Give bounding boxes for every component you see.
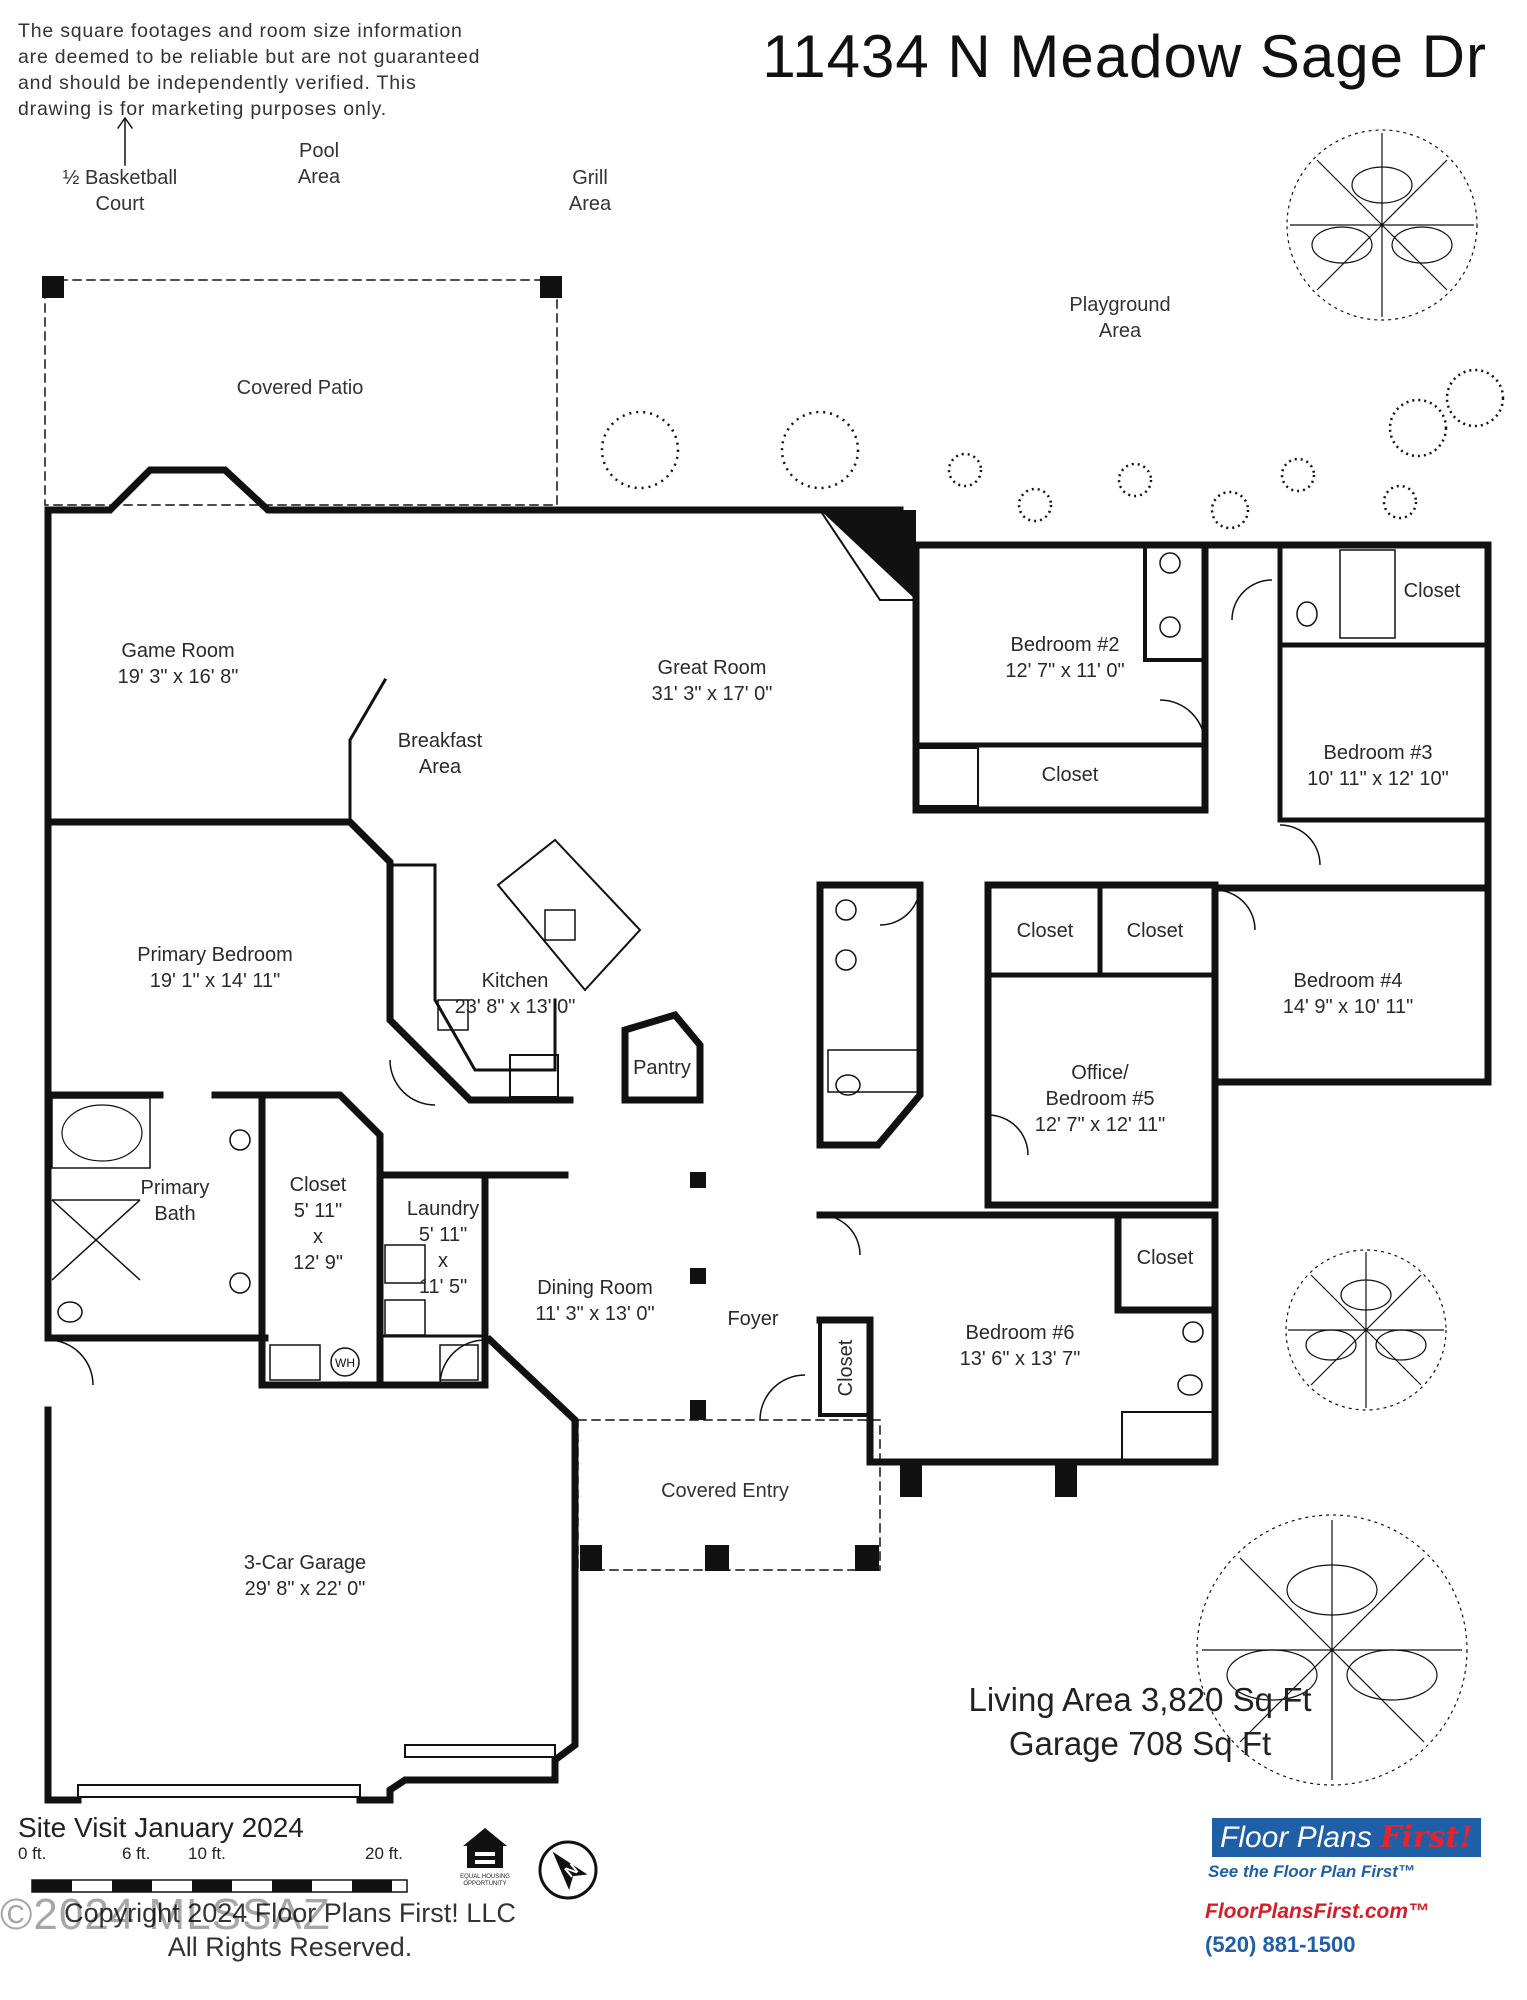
scale-label-6: 6 ft. xyxy=(122,1844,151,1863)
tree-icons xyxy=(600,129,1505,1786)
property-address: 11434 N Meadow Sage Dr xyxy=(762,23,1487,90)
label-closet-foyer: Closet xyxy=(835,1339,857,1397)
label-closet-bedroom6: Closet xyxy=(1136,1247,1194,1269)
area-totals: Living Area 3,820 Sq Ft Garage 708 Sq Ft xyxy=(930,1678,1350,1766)
disclaimer-text: The square footages and room size inform… xyxy=(18,20,481,120)
label-closet-bedroom2: Closet xyxy=(1041,764,1099,786)
copyright: Copyright 2024 Floor Plans First! LLC Al… xyxy=(64,1898,516,1962)
brand-url: FloorPlansFirst.com™ xyxy=(1205,1900,1430,1923)
compass-icon xyxy=(538,1840,598,1900)
watermark: ©2024 MLSSAZ xyxy=(0,1890,331,1939)
brand-tagline: See the Floor Plan First™ xyxy=(1208,1862,1415,1881)
label-closet-bedroom3: Closet xyxy=(1403,580,1461,602)
brand-logo: Floor Plans First! xyxy=(1212,1818,1481,1857)
brand-phone: (520) 881-1500 xyxy=(1205,1932,1356,1957)
label-covered-entry: Covered Entry xyxy=(661,1480,789,1502)
room-pantry: Pantry xyxy=(633,1057,691,1079)
room-foyer: Foyer xyxy=(727,1308,779,1330)
scale-label-10: 10 ft. xyxy=(188,1844,226,1863)
equal-housing-icon xyxy=(463,1828,507,1868)
label-covered-patio: Covered Patio xyxy=(236,377,364,399)
scale-label-20: 20 ft. xyxy=(365,1844,403,1863)
scale-label-0: 0 ft. xyxy=(18,1844,47,1863)
covered-patio-outline xyxy=(44,279,558,506)
label-closet-office: Closet xyxy=(1016,920,1074,942)
living-area: Living Area 3,820 Sq Ft xyxy=(968,1681,1312,1718)
site-visit: Site Visit January 2024 xyxy=(18,1812,304,1843)
equal-housing-text: EQUAL HOUSING OPPORTUNITY xyxy=(460,1874,510,1887)
scale-bar xyxy=(31,1879,408,1893)
water-heater-label: WH xyxy=(335,1356,355,1370)
garage-area: Garage 708 Sq Ft xyxy=(1008,1725,1272,1762)
label-closet-bedroom4: Closet xyxy=(1126,920,1184,942)
